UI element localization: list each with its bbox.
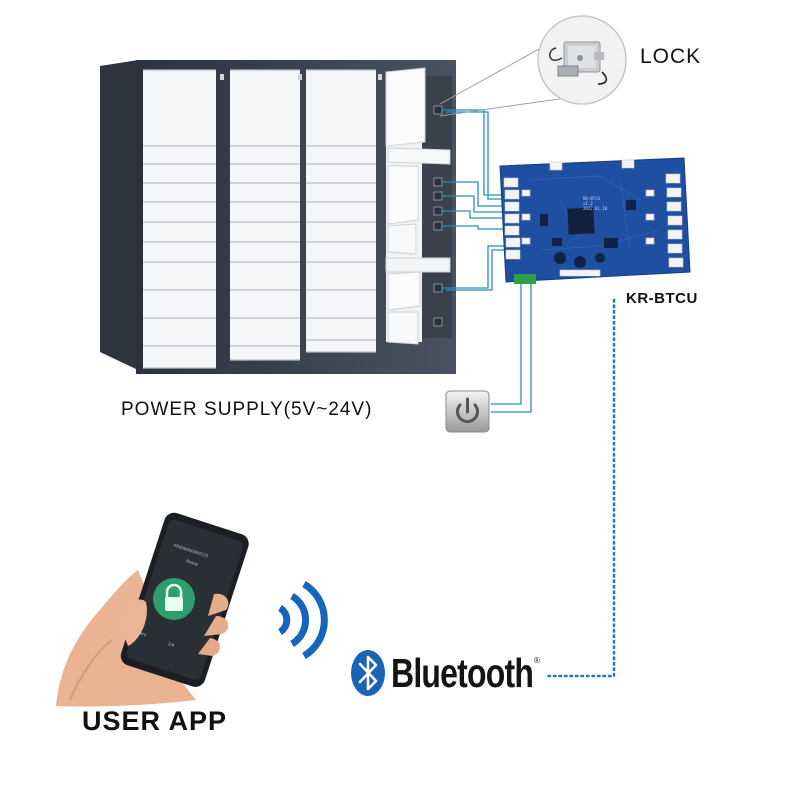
padlock-icon [152,577,196,621]
controller-label: KR-BTCU [626,290,698,307]
board-silkscreen-line1: KR-BTCU [583,196,600,201]
board-silkscreen-line2: v1.2 [583,201,593,206]
bluetooth-logo-icon [350,649,386,697]
locker-keyhole [378,74,382,80]
wireless-signal-icon [272,578,328,662]
bluetooth-registered-mark: ® [534,656,540,665]
power-supply-label: POWER SUPPLY(5V~24V) [121,399,373,420]
board-silkscreen-line3: 2022.01.18 [583,206,608,211]
board-silkscreen: KR-BTCU v1.2 2022.01.18 [583,196,607,211]
solenoid-lock-icon [536,14,628,106]
locker-keyhole [298,74,302,80]
bluetooth-wordmark: Bluetooth [391,650,534,696]
power-button-icon [445,390,490,433]
locker-keyhole [220,74,224,80]
user-app-label: USER APP [82,706,228,736]
lock-label: LOCK [640,45,702,68]
